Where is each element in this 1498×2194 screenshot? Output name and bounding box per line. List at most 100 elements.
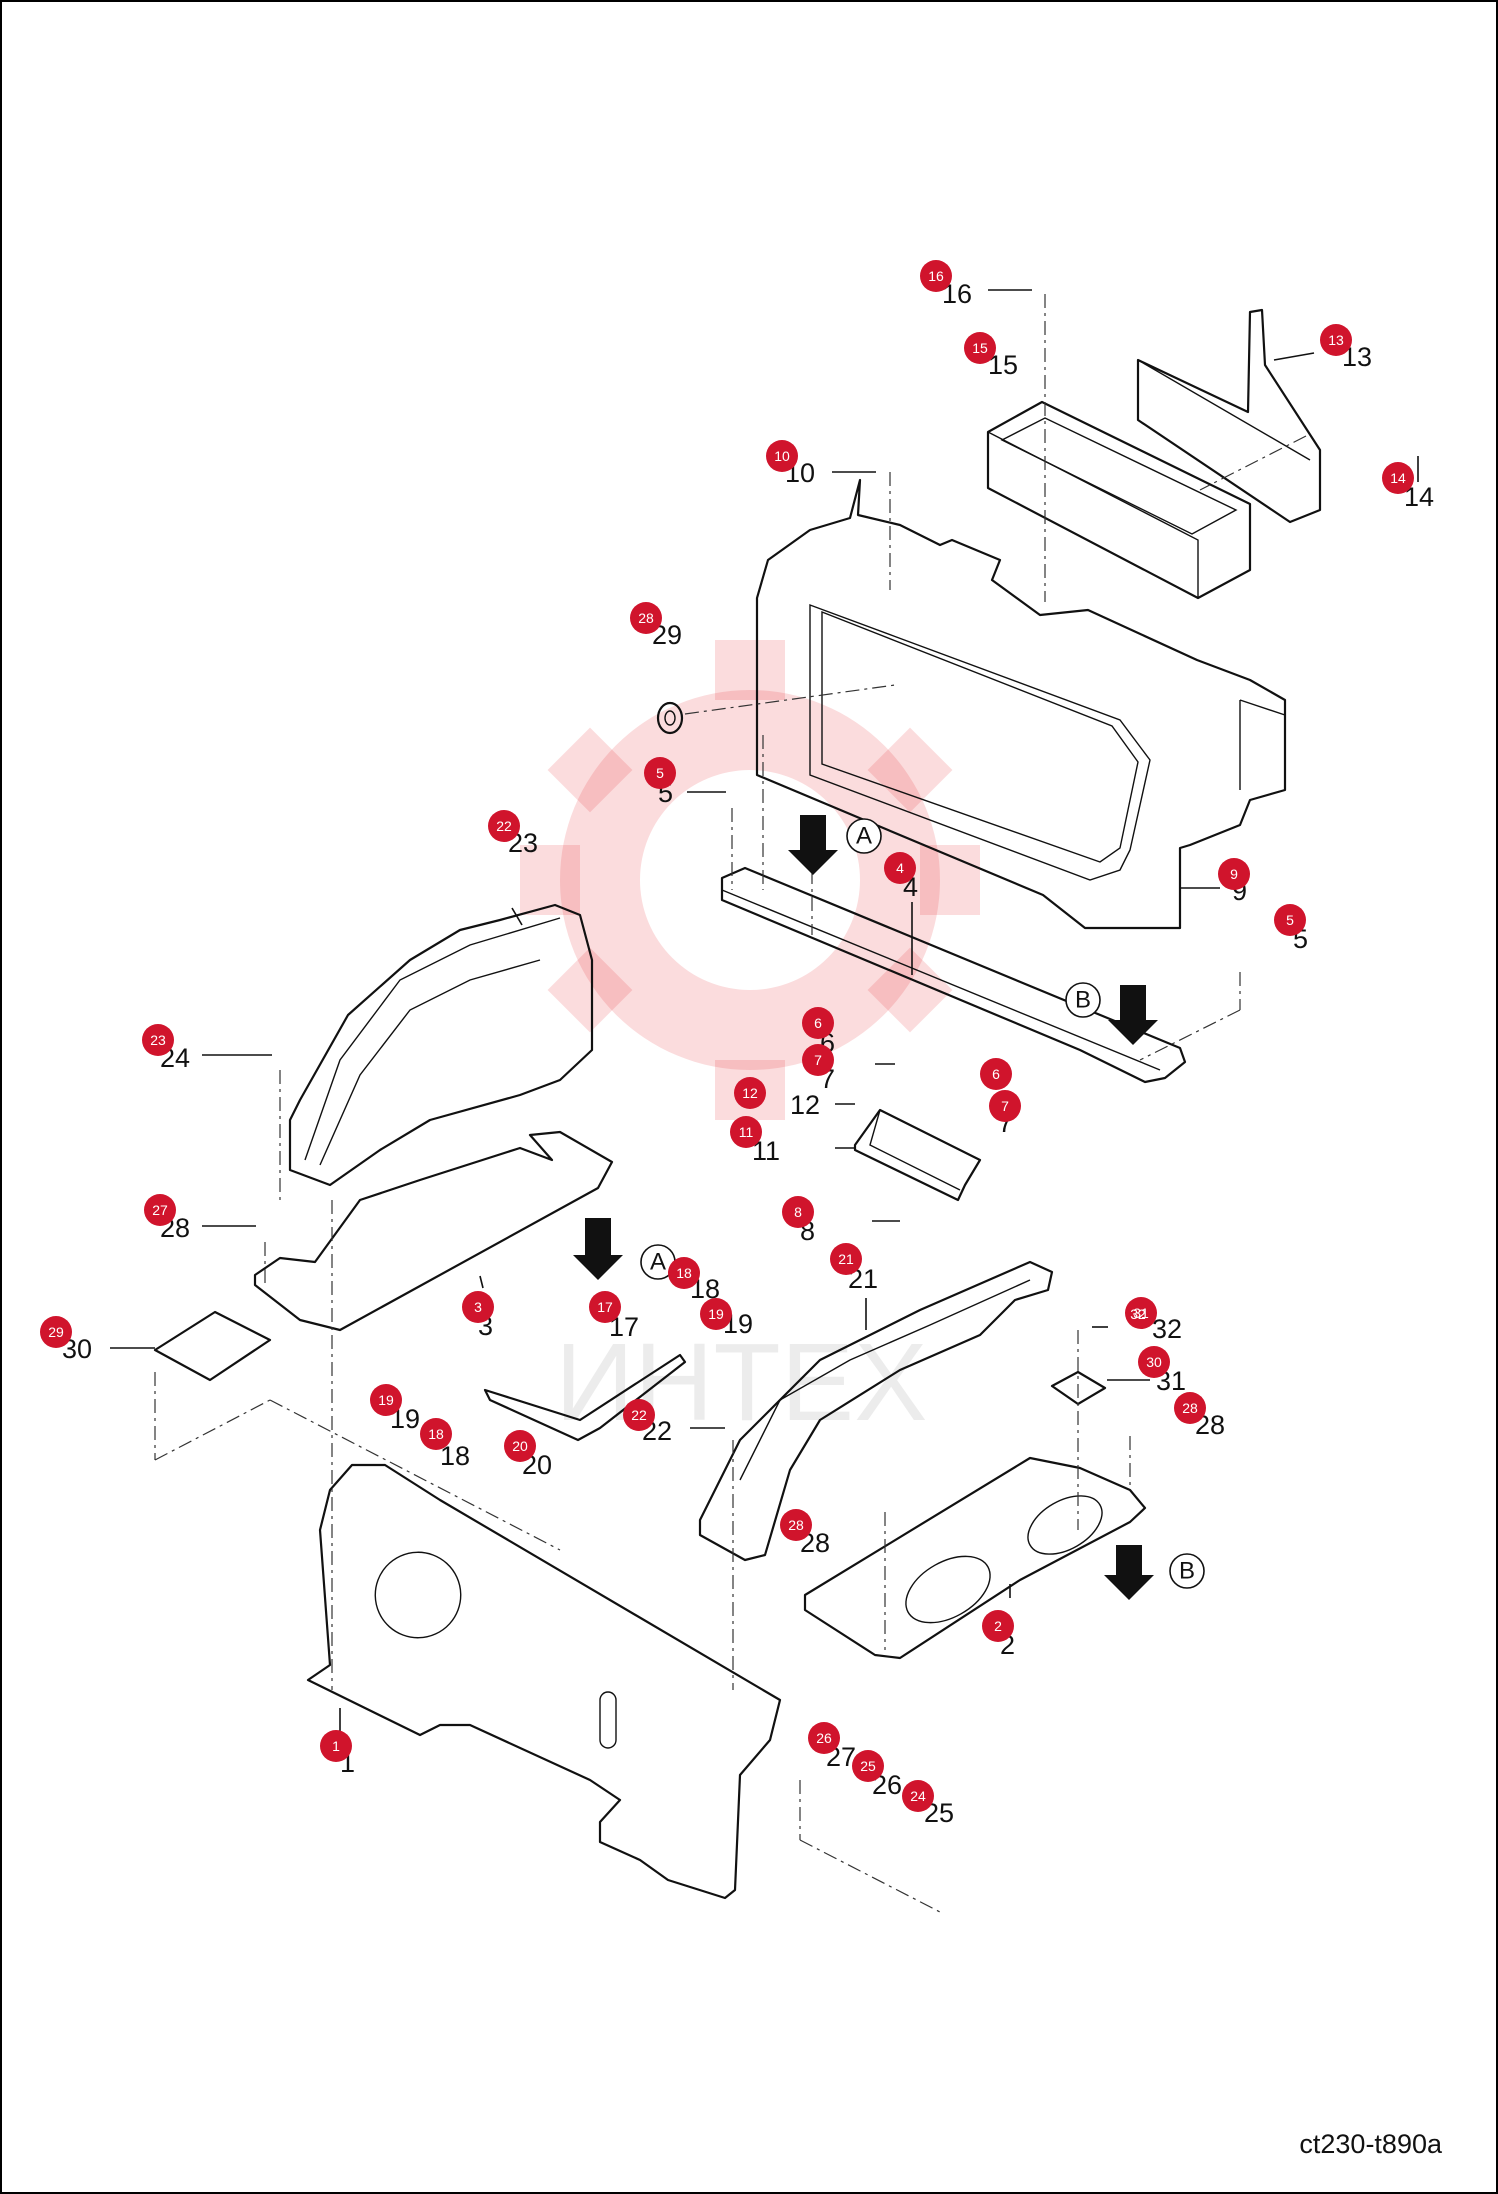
svg-text:20: 20 (512, 1438, 528, 1454)
arrow-down-icon (1108, 985, 1158, 1045)
part-badge: 7 (802, 1044, 834, 1076)
svg-text:30: 30 (1146, 1354, 1162, 1370)
svg-text:13: 13 (1328, 332, 1344, 348)
part-badges: 1 2 3 4 5 5 6 6 7 7 8 9 10 11 12 13 14 1… (40, 260, 1414, 1812)
main-frame-part (306, 1463, 782, 1900)
mount-block-part (853, 1108, 982, 1202)
svg-text:22: 22 (631, 1407, 647, 1423)
part-badge: 16 (920, 260, 952, 292)
part-badge: 20 (504, 1430, 536, 1462)
svg-text:25: 25 (860, 1758, 876, 1774)
grommet-part (656, 701, 684, 735)
part-badge: 5 (644, 757, 676, 789)
svg-text:1: 1 (332, 1738, 340, 1754)
svg-text:5: 5 (1286, 912, 1294, 928)
svg-text:10: 10 (774, 448, 790, 464)
small-plate-part (1050, 1370, 1107, 1406)
right-floor-plate-part (803, 1456, 1147, 1660)
svg-text:26: 26 (816, 1730, 832, 1746)
rear-panel-part (755, 478, 1287, 930)
assembly-lines (154, 294, 1307, 1913)
svg-text:29: 29 (48, 1324, 64, 1340)
cover-plate-part (153, 1310, 272, 1382)
part-badge: 21 (830, 1243, 862, 1275)
part-badge: 26 (808, 1722, 840, 1754)
part-badge: 1 (320, 1730, 352, 1762)
view-arrows (573, 815, 1158, 1600)
leader-lines (110, 289, 1419, 1735)
part-badge: 15 (964, 332, 996, 364)
view-callout-b-bottom: B (1169, 1553, 1205, 1589)
svg-text:32: 32 (1130, 1306, 1146, 1322)
svg-text:7: 7 (814, 1052, 822, 1068)
drawing-reference-code: ct230-t890a (1299, 2129, 1442, 2159)
arrow-down-icon (788, 815, 838, 875)
bracket-part (1136, 308, 1322, 524)
svg-text:23: 23 (150, 1032, 166, 1048)
svg-text:14: 14 (1390, 470, 1406, 486)
part-badge: 28 (630, 602, 662, 634)
view-callout-a-bottom: A (640, 1244, 676, 1280)
svg-text:28: 28 (788, 1517, 804, 1533)
part-badge: 10 (766, 440, 798, 472)
svg-text:21: 21 (838, 1251, 854, 1267)
left-floor-plate-part (253, 1130, 614, 1332)
svg-text:A: A (650, 1249, 666, 1276)
part-badge: 29 (40, 1316, 72, 1348)
svg-text:B: B (1075, 987, 1091, 1014)
part-badge: 22 (623, 1399, 655, 1431)
svg-text:A: A (856, 823, 872, 850)
svg-text:27: 27 (152, 1202, 168, 1218)
part-badge: 3 (462, 1291, 494, 1323)
svg-text:2: 2 (994, 1618, 1002, 1634)
part-label: 12 (790, 1090, 820, 1120)
part-badge: 12 (734, 1077, 766, 1109)
svg-text:9: 9 (1230, 866, 1238, 882)
part-badge: 24 (902, 1780, 934, 1812)
svg-text:15: 15 (972, 340, 988, 356)
part-badge: 28 (780, 1509, 812, 1541)
part-badge: 23 (142, 1024, 174, 1056)
svg-text:12: 12 (742, 1085, 758, 1101)
part-badge: 19 (700, 1298, 732, 1330)
part-badge: 31 (1125, 1297, 1157, 1329)
watermark-logo: ИНТЕХ (520, 640, 980, 1444)
part-badge: 6 (802, 1007, 834, 1039)
svg-text:3: 3 (474, 1299, 482, 1315)
arrow-down-icon (573, 1218, 623, 1280)
part-badge: 4 (884, 852, 916, 884)
view-callout-a-top: A (846, 818, 882, 854)
part-label: 32 (1152, 1314, 1182, 1344)
part-badge: 9 (1218, 858, 1250, 890)
part-badge: 19 (370, 1384, 402, 1416)
svg-text:16: 16 (928, 268, 944, 284)
part-badge: 32 (1130, 1306, 1146, 1322)
part-badge: 11 (730, 1116, 762, 1148)
svg-text:18: 18 (428, 1426, 444, 1442)
lever-part (483, 1353, 687, 1442)
svg-text:17: 17 (597, 1299, 613, 1315)
left-fender-part (288, 903, 594, 1187)
svg-text:24: 24 (910, 1788, 926, 1804)
svg-text:7: 7 (1001, 1098, 1009, 1114)
svg-text:19: 19 (708, 1306, 724, 1322)
svg-text:31: 31 (1133, 1305, 1149, 1321)
part-badge: 18 (420, 1418, 452, 1450)
part-badge: 28 (1174, 1392, 1206, 1424)
svg-text:22: 22 (496, 818, 512, 834)
part-badge: 13 (1320, 324, 1352, 356)
svg-text:28: 28 (1182, 1400, 1198, 1416)
part-badge: 5 (1274, 904, 1306, 936)
part-badge: 27 (144, 1194, 176, 1226)
svg-text:6: 6 (992, 1066, 1000, 1082)
part-badge: 25 (852, 1750, 884, 1782)
part-badge: 17 (589, 1291, 621, 1323)
watermark-text: ИНТЕХ (555, 1321, 927, 1444)
top-rail-part (720, 866, 1187, 1084)
svg-text:4: 4 (896, 860, 904, 876)
storage-tray-part (986, 400, 1252, 600)
part-badge: 18 (668, 1257, 700, 1289)
svg-text:19: 19 (378, 1392, 394, 1408)
svg-text:18: 18 (676, 1265, 692, 1281)
